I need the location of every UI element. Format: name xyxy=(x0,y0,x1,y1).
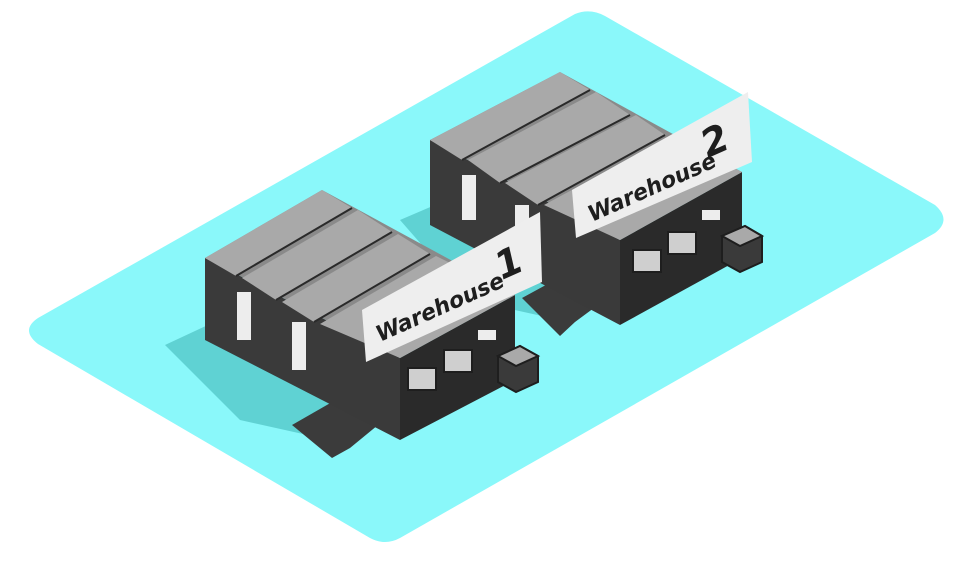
warehouse-1-window xyxy=(478,330,496,340)
warehouse-1-ac-unit xyxy=(407,367,437,391)
warehouse-1-sign xyxy=(362,212,542,362)
warehouse-1-ac-unit xyxy=(443,349,473,373)
warehouse-1-crate-top xyxy=(495,344,541,368)
warehouse-1-roof-panel xyxy=(205,190,352,276)
warehouse-2-window xyxy=(702,210,720,220)
warehouse-2-ac-unit xyxy=(667,231,697,255)
warehouse-1-roof-ridge xyxy=(235,207,431,323)
warehouse-1-roof-panel xyxy=(242,210,392,300)
warehouse-1: Warehouse 1 xyxy=(165,190,542,458)
warehouse-2-ac-unit xyxy=(632,249,662,273)
warehouse-2-roof-panel xyxy=(468,92,630,183)
warehouse-2-door xyxy=(462,175,476,220)
warehouse-2-roof-ridge xyxy=(461,89,666,206)
warehouse-2-roof-panel xyxy=(505,115,665,205)
warehouse-2-crate-top xyxy=(719,224,765,248)
warehouse-1-door xyxy=(292,322,306,370)
warehouse-2-roof-panel xyxy=(430,72,590,160)
warehouse-1-door xyxy=(237,292,251,340)
warehouse-2-sign xyxy=(572,92,752,238)
warehouse-1-roof-panel xyxy=(282,234,430,322)
